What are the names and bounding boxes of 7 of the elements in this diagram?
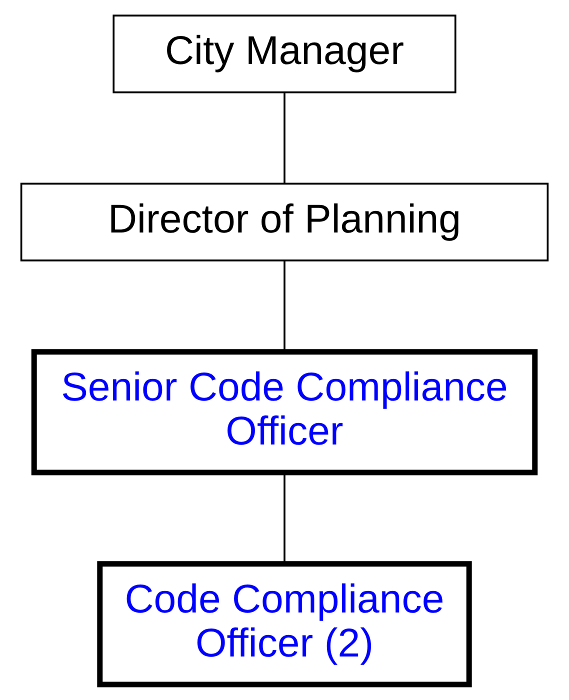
node-box: City Manager bbox=[112, 14, 456, 94]
connector bbox=[284, 472, 286, 564]
connector bbox=[284, 260, 286, 352]
node-box: Senior Code Compliance Officer bbox=[31, 349, 538, 476]
node-box: Code Compliance Officer (2) bbox=[97, 561, 472, 688]
node-box: Director of Planning bbox=[20, 182, 549, 262]
connector bbox=[284, 93, 286, 184]
